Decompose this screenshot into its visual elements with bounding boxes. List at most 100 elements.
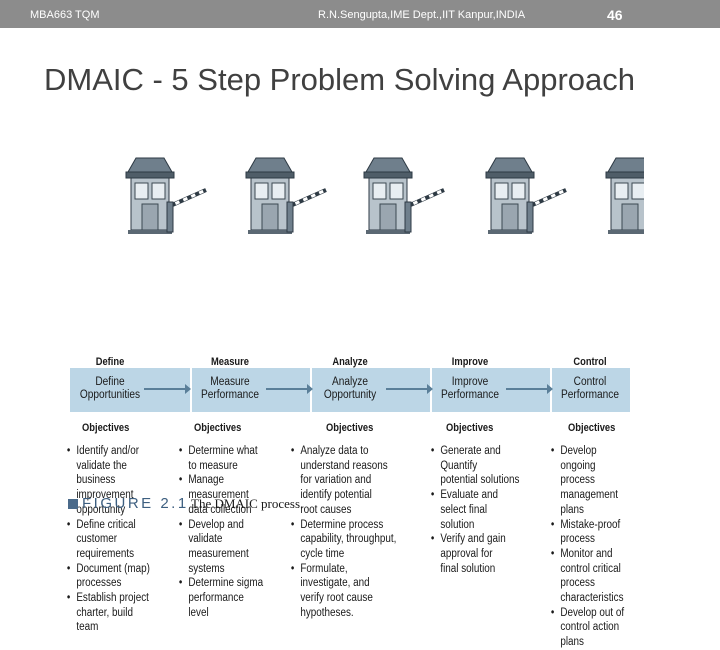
step-line: Performance	[201, 389, 259, 401]
objective-line: Establish project	[66, 591, 150, 606]
step-line: Define	[95, 376, 125, 388]
objective-line: Quantify	[440, 459, 478, 472]
objective-line: management	[560, 489, 619, 502]
step-line: Measure	[210, 376, 250, 388]
objectives-heading: Objectives	[194, 422, 242, 434]
author-label: R.N.Sengupta,IME Dept.,IIT Kanpur,INDIA	[318, 9, 526, 21]
objective-line: processes	[76, 577, 122, 590]
objective-line: Develop	[550, 444, 631, 459]
step-define-opportunities: Define Opportunities	[61, 376, 160, 402]
objectives-heading: Objectives	[82, 422, 130, 434]
objective-line: solution	[440, 518, 475, 531]
phase-name-improve: Improve	[451, 356, 489, 368]
objective-line: opportunity	[76, 503, 126, 516]
flow-arrow	[506, 384, 553, 394]
objective-line: Develop out of	[550, 606, 631, 621]
phase-name-define: Define	[95, 356, 125, 368]
objective-line: cycle time	[300, 547, 345, 560]
course-label: MBA663 TQM	[30, 9, 100, 21]
objective-line: Manage	[178, 473, 263, 488]
objective-line: charter, build	[76, 606, 133, 619]
figure-description: The DMAIC process.	[191, 496, 304, 511]
toll-booth-icon	[245, 157, 327, 234]
objective-line: potential solutions	[440, 474, 520, 487]
flow-arrow	[266, 384, 313, 394]
objective-line: plans	[560, 636, 584, 649]
objective-line: requirements	[76, 547, 135, 560]
step-line: Control	[573, 376, 607, 388]
objective-line: Develop and	[178, 518, 263, 533]
objective-line: characteristics	[560, 592, 624, 605]
step-improve-performance: Improve Performance	[421, 376, 520, 402]
objective-line: understand reasons	[300, 459, 388, 472]
objective-line: data collection	[188, 503, 252, 516]
phase-name-measure: Measure	[211, 356, 249, 368]
objective-line: Evaluate and	[430, 488, 519, 503]
toll-booth-icon	[485, 157, 567, 234]
objective-line: to measure	[188, 459, 238, 472]
step-measure-performance: Measure Performance	[181, 376, 280, 402]
objective-line: level	[188, 606, 209, 619]
objective-line: Document (map)	[66, 562, 150, 577]
step-line: Performance	[561, 389, 619, 401]
objective-line: verify root cause	[300, 592, 373, 605]
step-line: Analyze	[331, 376, 368, 388]
objective-line: Determine what	[178, 444, 263, 459]
objectives-heading: Objectives	[568, 422, 616, 434]
objective-line: final solution	[440, 562, 496, 575]
objective-line: business	[76, 474, 116, 487]
slide-title: DMAIC - 5 Step Problem Solving Approach	[44, 62, 635, 97]
flow-arrow	[144, 384, 191, 394]
objective-line: Formulate,	[290, 562, 396, 577]
objective-line: Generate and	[430, 444, 519, 459]
step-line: Opportunities	[79, 389, 141, 401]
objective-line: identify potential	[300, 489, 372, 502]
step-line: Performance	[441, 389, 499, 401]
objective-line: Monitor and	[550, 547, 631, 562]
objective-line: measurement	[188, 547, 249, 560]
objective-line: measurement	[188, 489, 249, 502]
step-analyze-opportunity: Analyze Opportunity	[301, 376, 400, 402]
objective-line: team	[76, 621, 99, 634]
step-line: Improve	[451, 376, 489, 388]
objectives-heading: Objectives	[326, 422, 374, 434]
objective-line: for variation and	[300, 474, 372, 487]
objective-line: control action	[560, 621, 620, 634]
objective-line: validate the	[76, 459, 127, 472]
objective-line: approval for	[440, 547, 493, 560]
objective-line: Mistake-proof	[550, 518, 631, 533]
step-control-performance: Control Performance	[541, 376, 640, 402]
objective-line: select final	[440, 503, 488, 516]
figure-number: FIGURE 2.1	[82, 495, 189, 512]
band-separator	[190, 368, 192, 412]
objective-line: ongoing process	[560, 459, 596, 487]
objective-line: Determine sigma	[178, 576, 263, 591]
objective-line: systems	[188, 562, 225, 575]
objective-line: improvement	[76, 489, 134, 502]
objective-line: plans	[560, 503, 584, 516]
process-band	[70, 368, 630, 412]
toll-booth-icon	[363, 157, 445, 234]
objective-line: Analyze data to	[290, 444, 396, 459]
toll-booth-illustrations	[125, 157, 644, 234]
objective-line: control critical	[560, 562, 621, 575]
page-number: 46	[607, 7, 623, 23]
dmaic-figure: Define Define Opportunities Objectives I…	[61, 150, 644, 648]
objectives-heading: Objectives	[446, 422, 494, 434]
objective-line: Define critical	[66, 518, 150, 533]
figure-caption: FIGURE 2.1 The DMAIC process.	[64, 495, 384, 514]
objective-line: performance	[188, 592, 244, 605]
caption-square-icon	[68, 499, 78, 509]
toll-booth-icon	[125, 157, 207, 234]
slide-header-bar: MBA663 TQM R.N.Sengupta,IME Dept.,IIT Ka…	[0, 0, 720, 28]
objective-line: Identify and/or	[66, 444, 150, 459]
step-line: Opportunity	[323, 389, 377, 401]
phase-name-control: Control	[573, 356, 607, 368]
phase-name-analyze: Analyze	[332, 356, 368, 368]
toll-booth-icon	[605, 157, 644, 234]
objective-line: investigate, and	[300, 577, 370, 590]
